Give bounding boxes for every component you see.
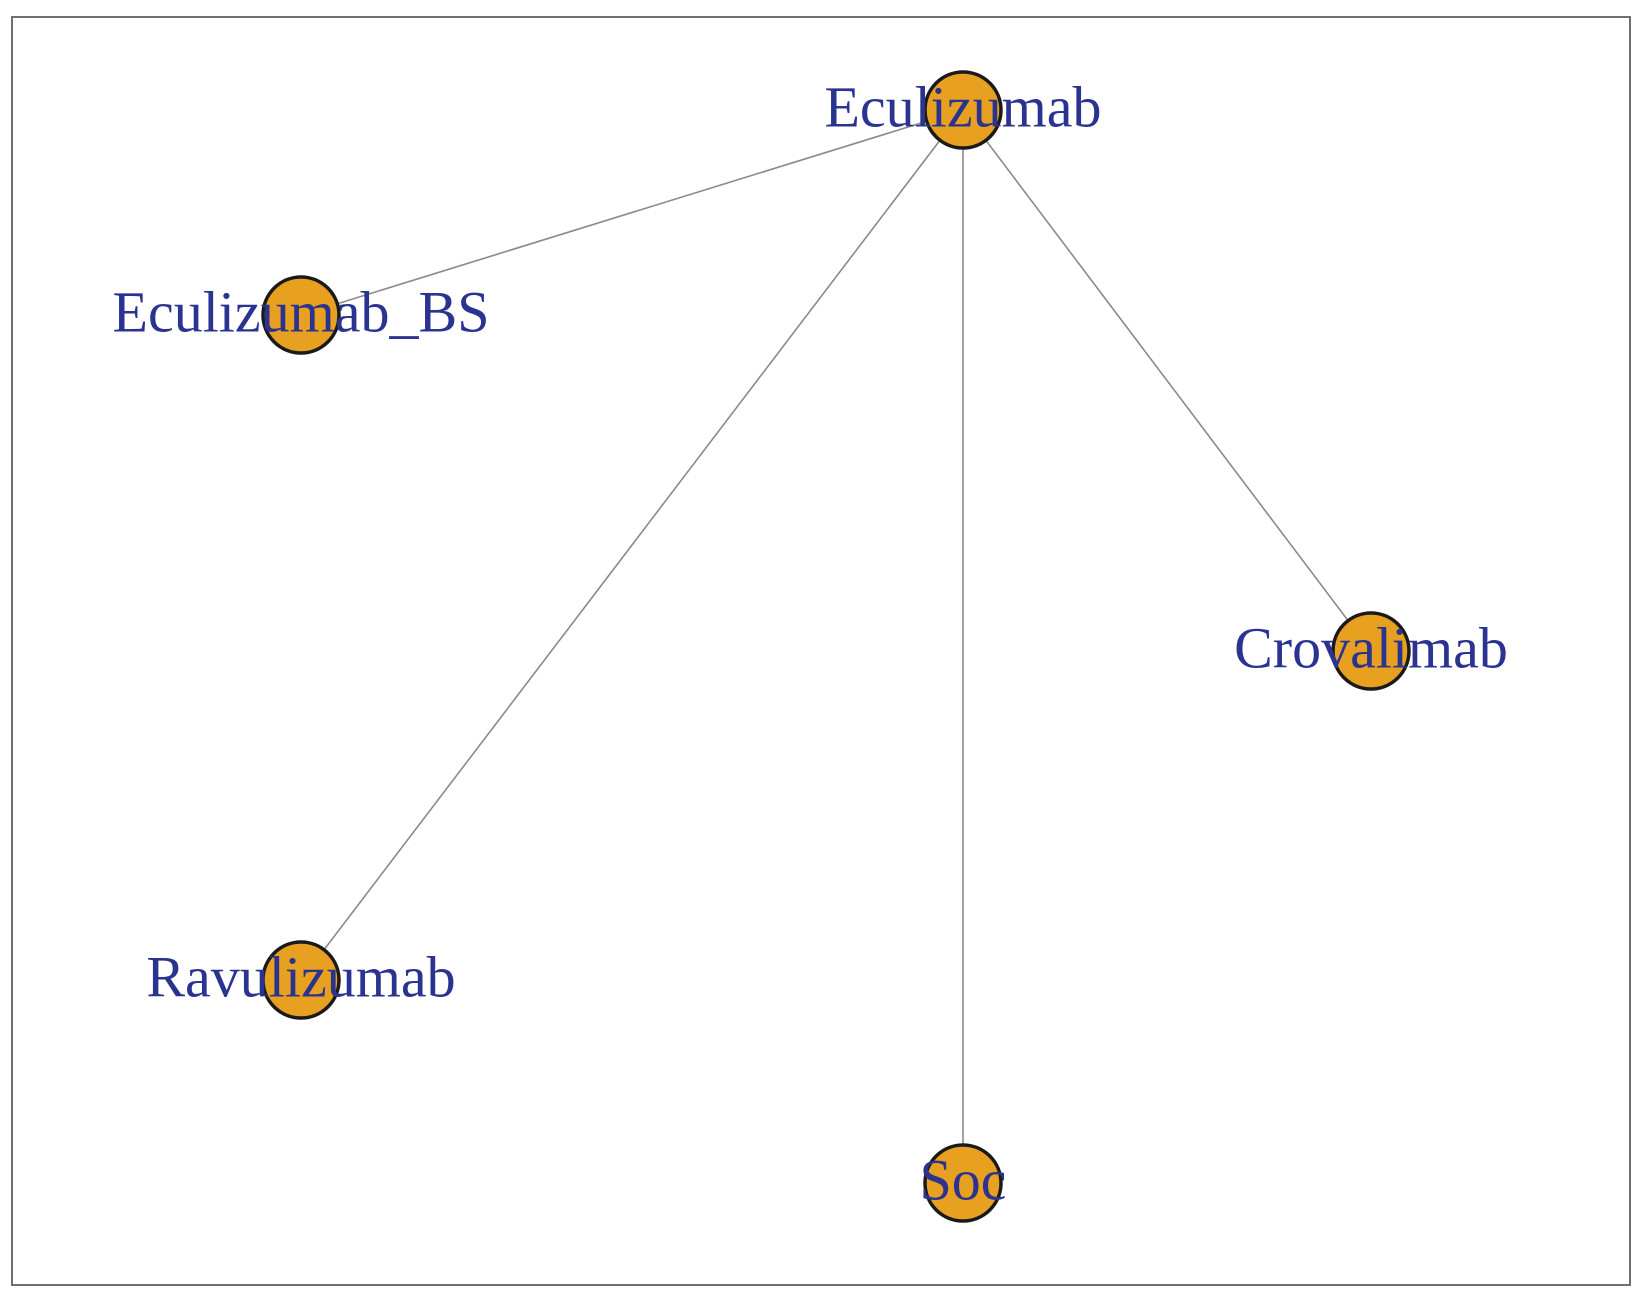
nodes: Eculizumab Eculizumab_BS Crovalimab Ravu…: [113, 70, 1508, 1223]
node-label: Crovalimab: [1234, 615, 1508, 680]
node-circle: [1331, 611, 1411, 691]
node-label: Eculizumab: [824, 74, 1101, 139]
node-circle: [923, 1143, 1003, 1223]
node-label: Ravulizumab: [146, 944, 455, 1009]
node-crovalimab[interactable]: Crovalimab: [1234, 611, 1508, 691]
node-circle: [923, 70, 1003, 150]
edge-eculizumab-eculizumab-bs: [300, 109, 964, 316]
edge-eculizumab-ravulizumab: [300, 109, 964, 981]
node-circle: [261, 940, 341, 1020]
edges: [300, 109, 1372, 1183]
node-eculizumab-bs[interactable]: Eculizumab_BS: [113, 275, 490, 355]
node-label: Soc: [920, 1147, 1007, 1212]
node-circle: [261, 275, 341, 355]
node-label: Eculizumab_BS: [113, 279, 490, 344]
node-soc[interactable]: Soc: [920, 1143, 1007, 1223]
node-ravulizumab[interactable]: Ravulizumab: [146, 940, 456, 1020]
node-eculizumab[interactable]: Eculizumab: [824, 70, 1102, 150]
edge-eculizumab-crovalimab: [962, 109, 1372, 652]
